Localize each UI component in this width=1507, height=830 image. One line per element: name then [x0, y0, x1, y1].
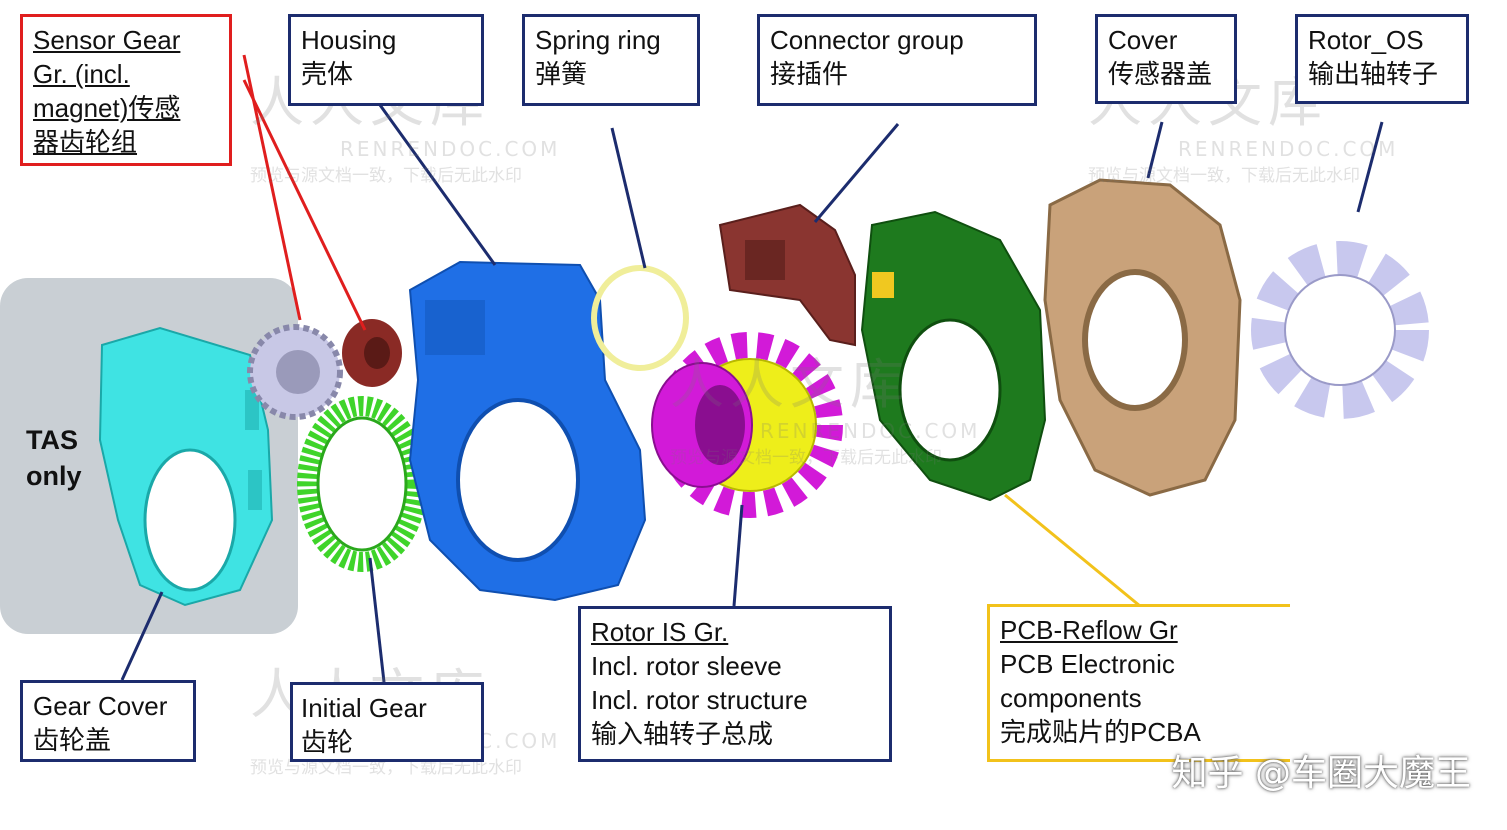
spring-ring-part: [591, 265, 689, 371]
author-credit: 知乎 @车圈大魔王: [1171, 753, 1471, 794]
label-initial-gear: Initial Gear 齿轮: [290, 682, 484, 762]
label-gear-cover: Gear Cover 齿轮盖: [20, 680, 196, 762]
cover-part: [1043, 178, 1242, 497]
label-sensor-gear: Sensor Gear Gr. (incl. magnet)传感 器齿轮组: [20, 14, 232, 166]
label-rotor-is: Rotor IS Gr. Incl. rotor sleeve Incl. ro…: [578, 606, 892, 762]
label-spring-ring: Spring ring 弹簧: [522, 14, 700, 106]
gear-cover-part: [98, 326, 274, 607]
rotor-is-part: [651, 332, 843, 518]
label-housing: Housing 壳体: [288, 14, 484, 106]
label-pcb-reflow: PCB-Reflow Gr PCB Electronic components …: [987, 604, 1290, 762]
label-cover: Cover 传感器盖: [1095, 14, 1237, 104]
label-connector-group: Connector group 接插件: [757, 14, 1037, 106]
rotor-os-part: [1251, 241, 1429, 419]
initial-gear-part: [297, 396, 427, 572]
magnet-part: [342, 319, 402, 387]
leader-lines: [120, 54, 1384, 683]
connector-part: [718, 203, 856, 347]
tas-only-note: TAS only: [26, 425, 82, 491]
housing-part: [408, 260, 647, 602]
sensor-gear-part: [247, 324, 343, 420]
pcb-part: [860, 210, 1047, 502]
label-rotor-os: Rotor_OS 输出轴转子: [1295, 14, 1469, 104]
